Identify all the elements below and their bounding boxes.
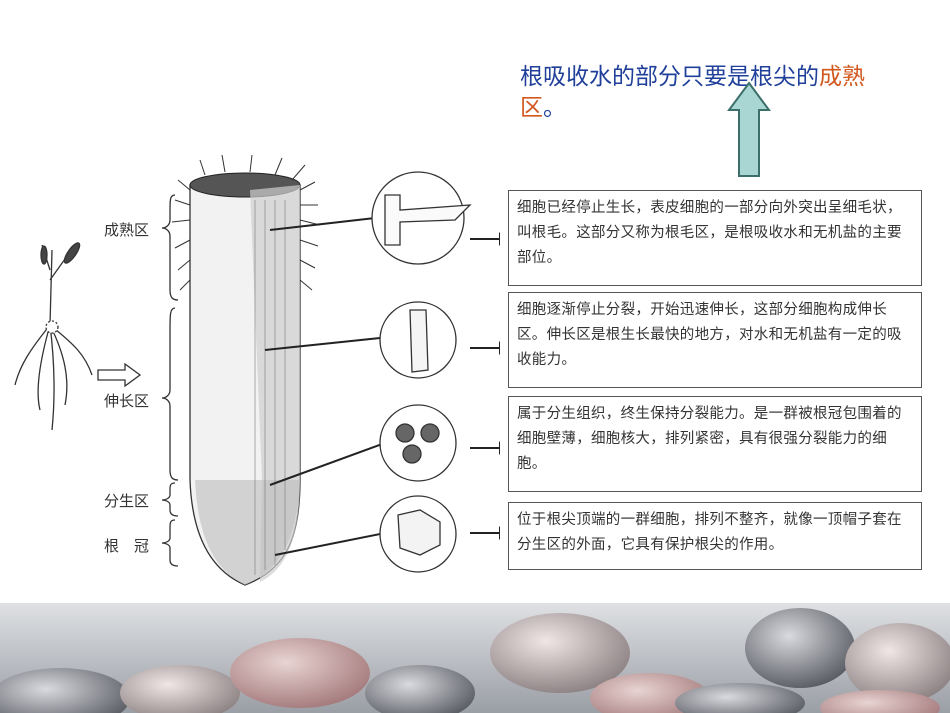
description-maturation: 细胞已经停止生长，表皮细胞的一部分向外突出呈细毛状，叫根毛。这部分又称为根毛区，… [508, 190, 922, 286]
note-highlight-2: 区 [520, 95, 543, 121]
description-meristem: 属于分生组织，终生保持分裂能力。是一群被根冠包围着的细胞壁薄，细胞核大，排列紧密… [508, 396, 922, 492]
seedling-pointer-arrow [97, 362, 142, 388]
note-highlight-1: 成熟 [819, 64, 865, 90]
pointer-lines [264, 217, 386, 556]
note-text-end: 。 [543, 95, 566, 121]
root-cylinder [171, 154, 321, 586]
zone-label-rootcap: 根 冠 [104, 537, 150, 555]
seedling-illustration [14, 242, 93, 431]
cell-circle-meristem [379, 404, 457, 482]
up-arrow-icon [727, 81, 771, 177]
zone-braces [161, 194, 179, 567]
pebbles-background-image [0, 603, 950, 713]
zone-label-elongation: 伸长区 [104, 392, 150, 410]
description-elongation: 细胞逐渐停止分裂，开始迅速伸长，这部分细胞构成伸长区。伸长区是根生长最快的地方，… [508, 292, 922, 388]
description-rootcap: 位于根尖顶端的一群细胞，排列不整齐，就像一顶帽子套在分生区的外面，它具有保护根尖… [508, 502, 922, 570]
cell-circle-maturation [371, 171, 472, 265]
box-arrows [470, 232, 500, 540]
note-text: 根吸收水的部分只要是根尖的成熟 区。 [520, 62, 920, 124]
cell-circle-rootcap [379, 495, 457, 573]
root-tip-diagram [14, 154, 500, 586]
cell-circle-elongation [379, 301, 457, 379]
zone-label-meristem: 分生区 [104, 492, 150, 510]
zone-label-maturation: 成熟区 [104, 221, 150, 239]
note-text-main: 根吸收水的部分只要是根尖的 [520, 64, 819, 90]
